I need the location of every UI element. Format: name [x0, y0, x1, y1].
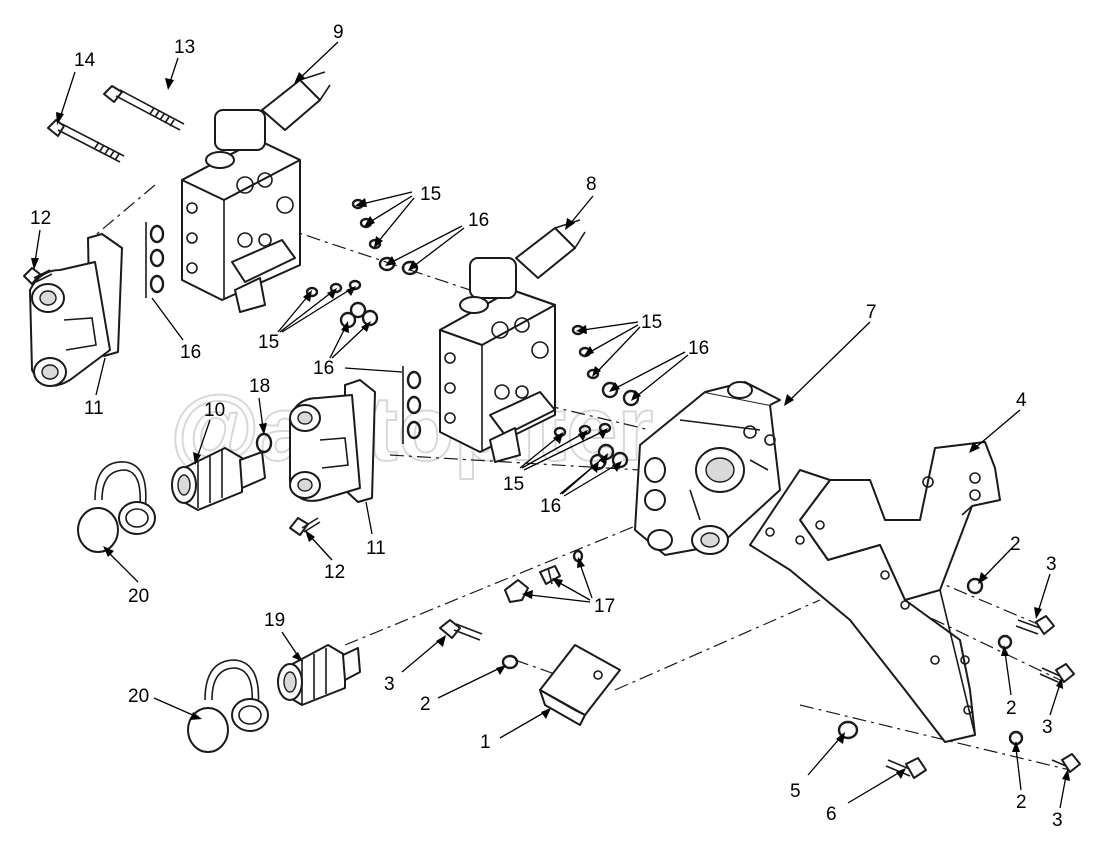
fittings-17 [504, 549, 584, 603]
callout-10: 10 [204, 400, 225, 421]
callout-4: 4 [1016, 390, 1027, 411]
callout-labels: 14 13 9 12 16 11 15 16 15 16 8 7 4 15 16… [30, 22, 1063, 831]
o-rings-15-middle [305, 279, 362, 298]
callout-3-r3: 3 [1052, 810, 1063, 831]
callout-18: 18 [249, 376, 270, 397]
callout-15-lower: 15 [503, 474, 524, 495]
callout-11-center: 11 [366, 538, 386, 559]
callout-11-left: 11 [84, 398, 104, 419]
callout-12-left: 12 [30, 208, 51, 229]
callout-2-r2: 2 [1006, 698, 1017, 719]
leader-lines [31, 41, 1070, 809]
callout-20-upper: 20 [128, 586, 149, 607]
callout-3-r1: 3 [1046, 554, 1057, 575]
inlet-section-7 [634, 381, 781, 556]
washer-2-r1 [966, 577, 984, 595]
screw-12-center [289, 517, 321, 536]
callout-16-left: 16 [180, 342, 201, 363]
callout-3-r2: 3 [1042, 717, 1053, 738]
callout-1: 1 [480, 732, 491, 753]
callout-15-right: 15 [641, 312, 662, 333]
o-rings-16-left [145, 222, 165, 298]
dust-cap-20-upper [77, 461, 156, 553]
callout-3-left: 3 [384, 674, 395, 695]
o-rings-16-center [402, 366, 422, 444]
callout-15-upper: 15 [420, 184, 441, 205]
small-bracket-1 [539, 644, 621, 726]
callout-2-r1: 2 [1010, 534, 1021, 555]
callout-16-right: 16 [688, 338, 709, 359]
bolt-3-r2 [1039, 663, 1075, 683]
callout-20-lower: 20 [128, 686, 149, 707]
callout-2-r3: 2 [1016, 792, 1027, 813]
bolt-13 [103, 85, 185, 131]
callout-16-middle: 16 [313, 358, 334, 379]
callout-5: 5 [790, 781, 801, 802]
end-cover-11-left [29, 233, 123, 387]
callout-7: 7 [866, 302, 877, 323]
callout-2-left: 2 [420, 694, 431, 715]
end-cover-11-center [289, 379, 376, 503]
bolt-3-r3 [1051, 753, 1081, 773]
bolt-3-r1 [1015, 615, 1055, 635]
mounting-bracket-4 [749, 441, 1001, 743]
quick-coupler-19 [277, 644, 361, 706]
callout-6: 6 [826, 804, 837, 825]
callout-19: 19 [264, 610, 285, 631]
dust-cap-20-lower [187, 659, 269, 753]
callout-15-middle: 15 [258, 332, 279, 353]
callout-14: 14 [74, 50, 96, 71]
callout-12-center: 12 [324, 562, 345, 583]
washer-2-left [501, 654, 519, 670]
screw-12-left [23, 267, 53, 285]
o-rings-16-right [601, 381, 640, 407]
callout-9: 9 [333, 22, 344, 43]
valve-section-8 [439, 219, 586, 463]
callout-17: 17 [594, 596, 615, 617]
callout-16-lower: 16 [540, 496, 561, 517]
bolt-14 [47, 119, 125, 163]
washer-2-r2 [997, 634, 1013, 650]
bolt-3-left [439, 619, 483, 641]
bolt-6 [885, 757, 927, 779]
valve-section-9 [181, 71, 331, 313]
washer-5 [837, 720, 859, 740]
callout-13: 13 [174, 37, 195, 58]
callout-16-upper: 16 [468, 210, 489, 231]
callout-8: 8 [586, 174, 597, 195]
